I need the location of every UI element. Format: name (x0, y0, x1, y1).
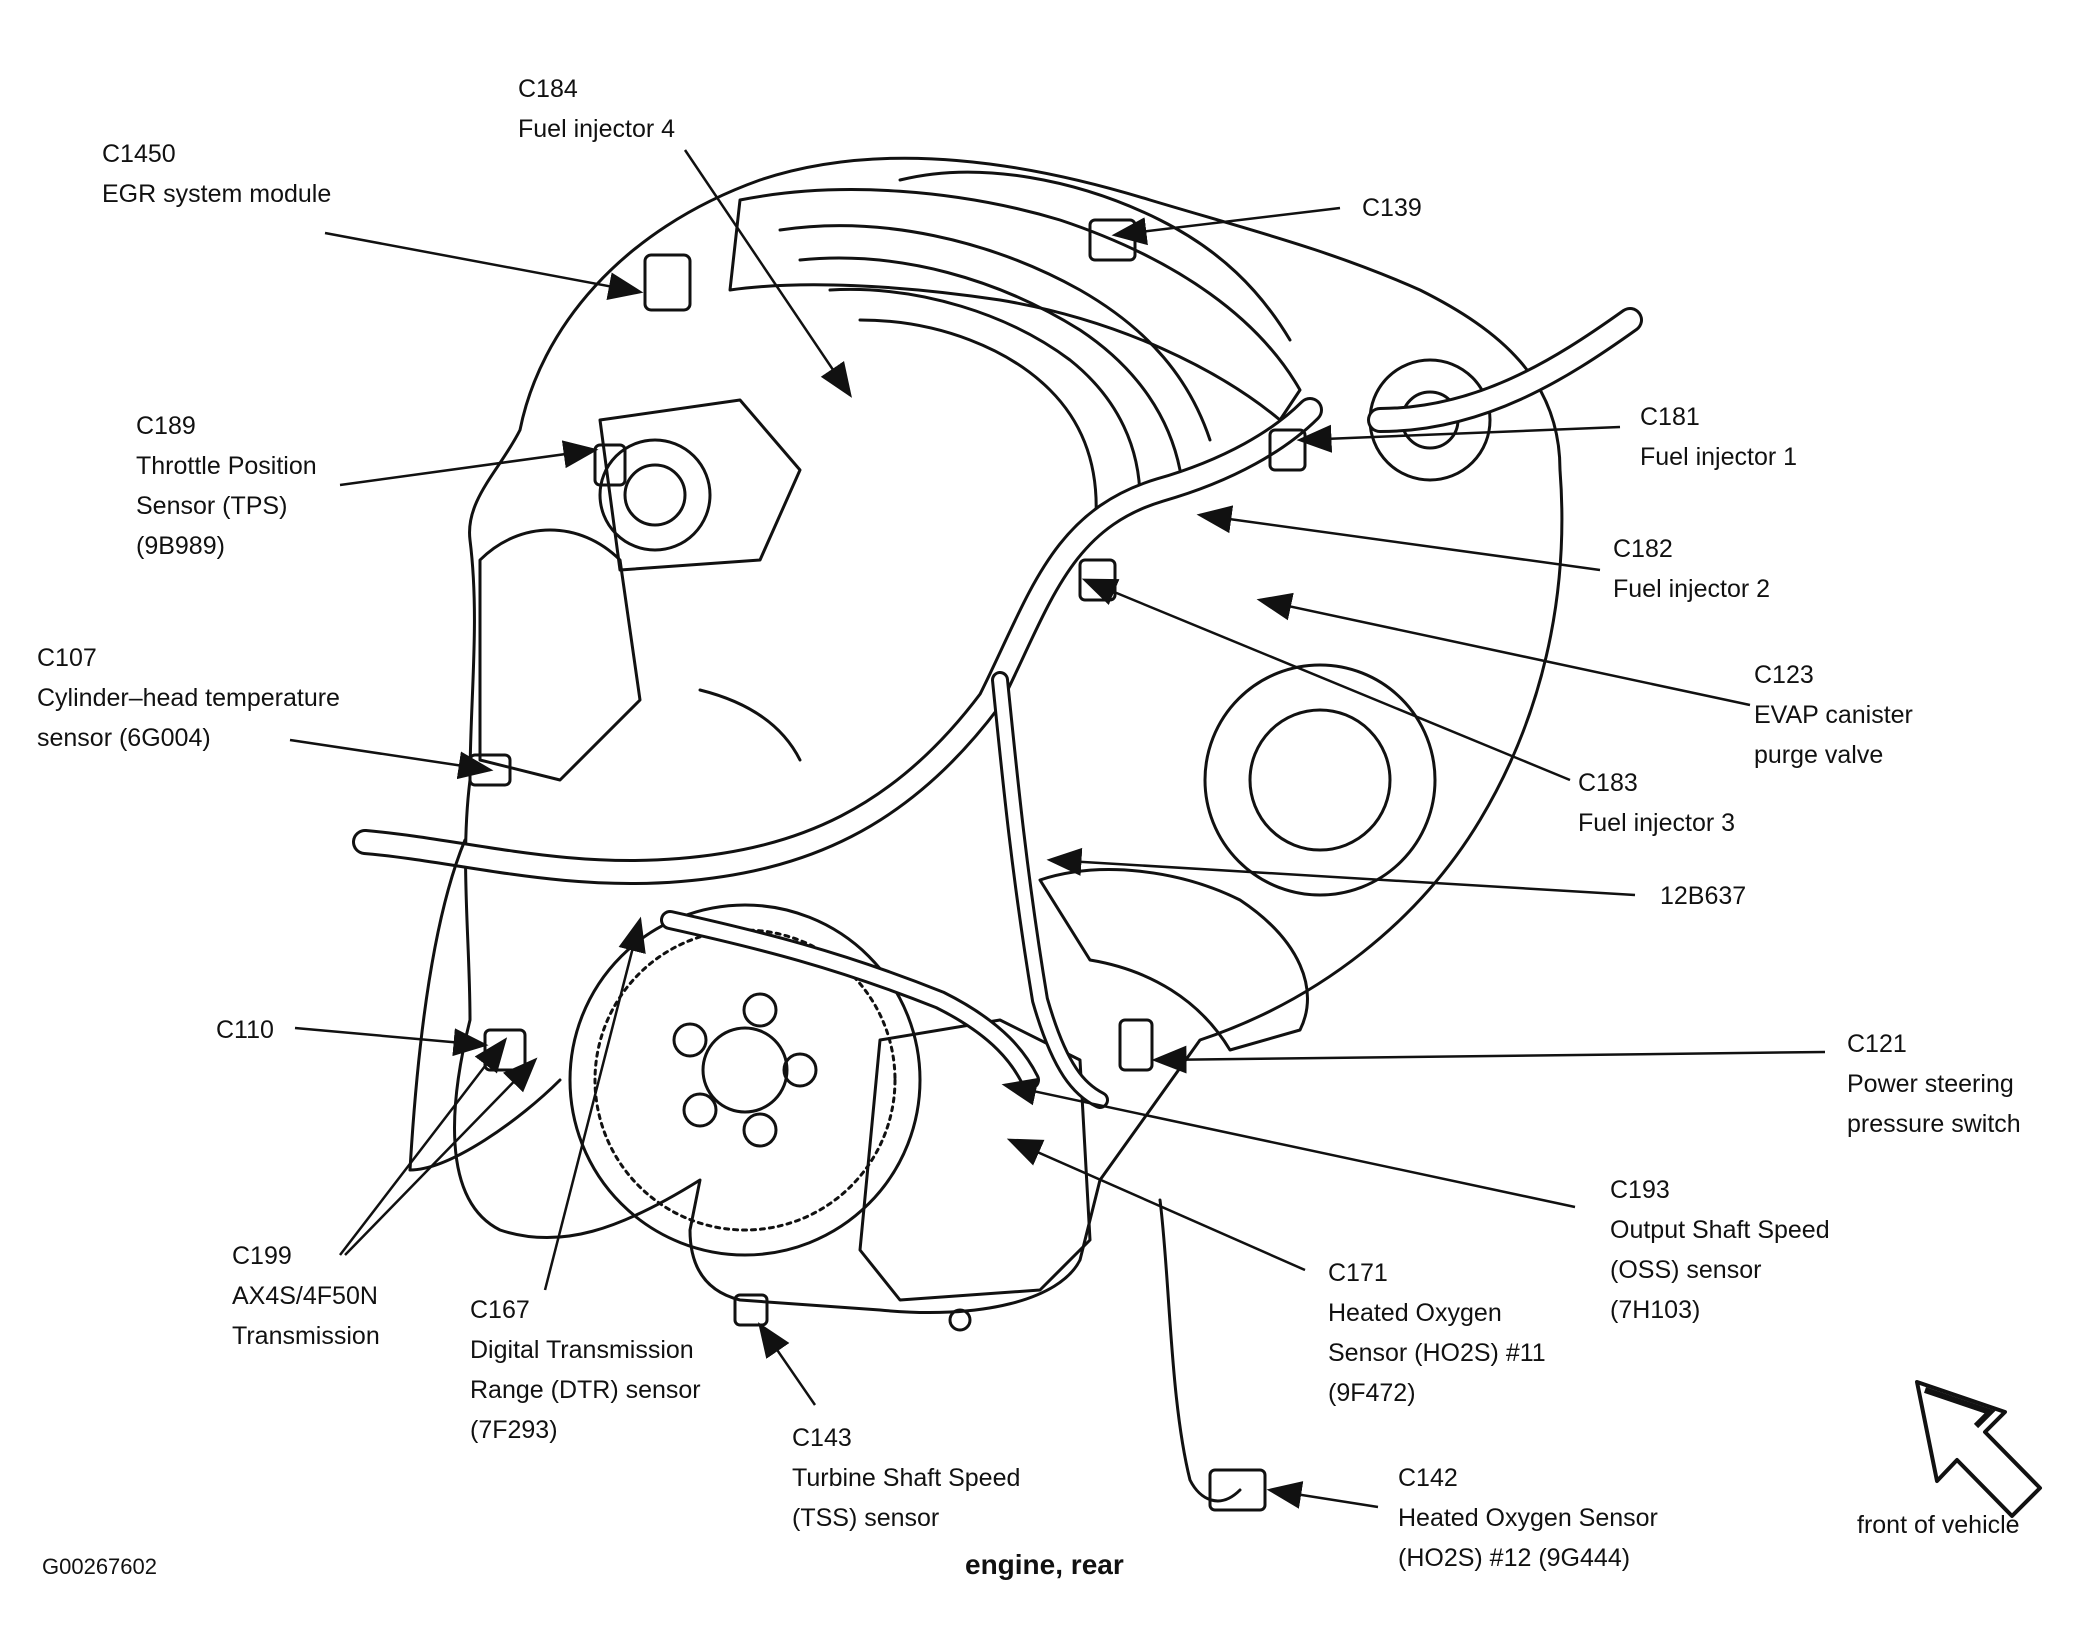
engine-block-outline (453, 156, 1564, 1315)
front-of-vehicle-label: front of vehicle (1857, 1511, 2020, 1539)
leader-c189 (339, 440, 599, 487)
flywheel-hub (701, 1026, 789, 1114)
transmission-case (858, 1018, 1092, 1302)
drain-plug (948, 1308, 972, 1332)
leader-c199-a (339, 1037, 508, 1256)
connector-c110 (483, 1028, 527, 1072)
intake-runner-1 (778, 224, 1212, 442)
leader-c171 (1006, 1138, 1306, 1272)
flywheel-bolt-3 (742, 1112, 778, 1148)
connector-c121 (1118, 1018, 1154, 1072)
leader-c199-b (344, 1057, 538, 1256)
label-c139: C139 (1362, 194, 1422, 222)
intake-hose-fill (1370, 310, 1640, 430)
wiring-harness-main-fill (355, 400, 1320, 882)
leader-c183 (1081, 578, 1571, 782)
leader-c139 (1111, 206, 1341, 246)
wiring-harness-lower-fill (663, 913, 1037, 1087)
harness-to-c142 (1158, 1198, 1242, 1503)
leader-c184 (683, 149, 852, 398)
alternator-inner (1248, 708, 1392, 852)
front-of-vehicle-arrow-icon (1915, 1380, 2042, 1518)
leader-c143 (758, 1322, 817, 1406)
leader-c193 (1001, 1077, 1576, 1209)
spark-plug-wire (698, 688, 802, 762)
intake-runner-3 (828, 287, 1142, 502)
throttle-housing (598, 398, 802, 572)
leader-12b637 (1046, 847, 1636, 897)
intake-runner-2 (798, 256, 1182, 472)
throttle-body (598, 438, 712, 552)
leader-c1450 (324, 231, 644, 300)
egr-connector (643, 253, 692, 312)
wiring-harness-drop-fill (994, 674, 1106, 1106)
exhaust-manifold (1038, 868, 1309, 1052)
leader-c142 (1266, 1481, 1379, 1509)
flywheel-bolt-4 (782, 1052, 818, 1088)
flywheel-bolt-5 (742, 992, 778, 1028)
flywheel-bolt-2 (682, 1092, 718, 1128)
figure-id: G00267602 (42, 1554, 157, 1579)
leader-c123 (1256, 592, 1751, 707)
leader-lines (289, 149, 1826, 1509)
intake-runner-4 (858, 318, 1098, 532)
flywheel (568, 903, 922, 1257)
connector-c142 (1208, 1468, 1267, 1512)
leader-c121 (1151, 1045, 1826, 1074)
leader-c182 (1196, 505, 1601, 572)
wiring-harness-lower (660, 910, 1040, 1090)
alternator (1203, 663, 1437, 897)
label-12b637: 12B637 (1660, 882, 1747, 910)
connector-c143 (733, 1293, 769, 1327)
intake-plenum (898, 170, 1292, 342)
leader-c107 (289, 738, 494, 780)
cylinder-head-left (478, 528, 642, 782)
harness-loop-left (408, 838, 562, 1172)
diagram-caption: engine, rear (965, 1549, 1124, 1580)
leader-c110 (294, 1026, 489, 1057)
leader-c181 (1296, 424, 1621, 453)
throttle-bore (623, 463, 687, 527)
valve-cover (728, 188, 1302, 422)
flywheel-bolt-1 (672, 1022, 708, 1058)
leader-c167 (543, 916, 646, 1291)
engine-illustration (352, 156, 1643, 1512)
label-c110: C110 (216, 1016, 274, 1044)
